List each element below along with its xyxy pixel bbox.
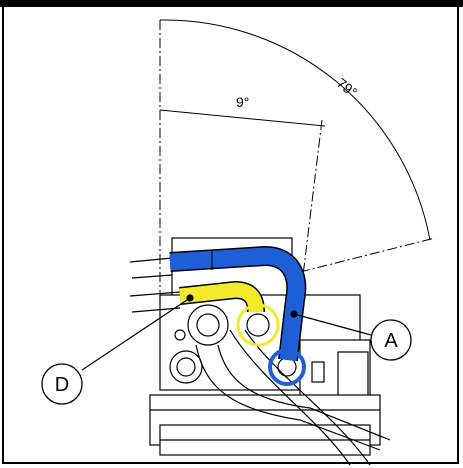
left-hose-2-bottom bbox=[131, 307, 181, 313]
left-hose-1-top bbox=[129, 257, 173, 263]
bolt-small bbox=[174, 329, 186, 341]
left-hose-1-bottom bbox=[131, 274, 173, 279]
angle-label-9: 9° bbox=[236, 94, 249, 110]
yellow-hose-ring bbox=[236, 303, 280, 347]
left-hoses bbox=[129, 257, 181, 313]
callout-d-circle bbox=[41, 363, 83, 405]
right-slot bbox=[311, 361, 325, 383]
right-bracket bbox=[337, 351, 369, 403]
blue-hose bbox=[169, 245, 307, 386]
callout-a-circle bbox=[370, 319, 412, 361]
left-hose-2-top bbox=[129, 291, 181, 297]
lower-hose-3 bbox=[229, 329, 351, 466]
lower-hose-1 bbox=[195, 344, 381, 451]
fitting-left-upper-inner bbox=[196, 313, 220, 337]
lower-hose-2 bbox=[217, 344, 391, 441]
leader-a bbox=[293, 313, 372, 336]
angle-label-79: 79° bbox=[334, 75, 361, 101]
callout-a: A bbox=[370, 319, 412, 361]
blue-hose-fill bbox=[169, 247, 305, 361]
yellow-hose bbox=[179, 280, 280, 347]
callout-leaders bbox=[81, 294, 372, 371]
callout-d: D bbox=[41, 363, 83, 405]
line-79-deg bbox=[299, 237, 436, 273]
arc-79-deg bbox=[159, 19, 431, 241]
callout-d-label: D bbox=[55, 374, 69, 396]
leader-d bbox=[81, 297, 191, 371]
line-9-deg bbox=[299, 119, 323, 301]
lower-hoses bbox=[195, 329, 391, 466]
leader-d-dot bbox=[186, 294, 194, 302]
dim-line-9 bbox=[159, 109, 326, 127]
top-border bbox=[0, 0, 463, 7]
fitting-center-inner bbox=[246, 313, 270, 337]
callout-a-label: A bbox=[384, 330, 398, 352]
fitting-blue-inner bbox=[277, 357, 297, 377]
angle-reference-lines bbox=[159, 19, 436, 301]
blue-hose-ring bbox=[268, 348, 306, 386]
leader-a-dot bbox=[290, 310, 298, 318]
yellow-hose-fill bbox=[179, 282, 264, 313]
fitting-left-lower-inner bbox=[176, 357, 196, 377]
